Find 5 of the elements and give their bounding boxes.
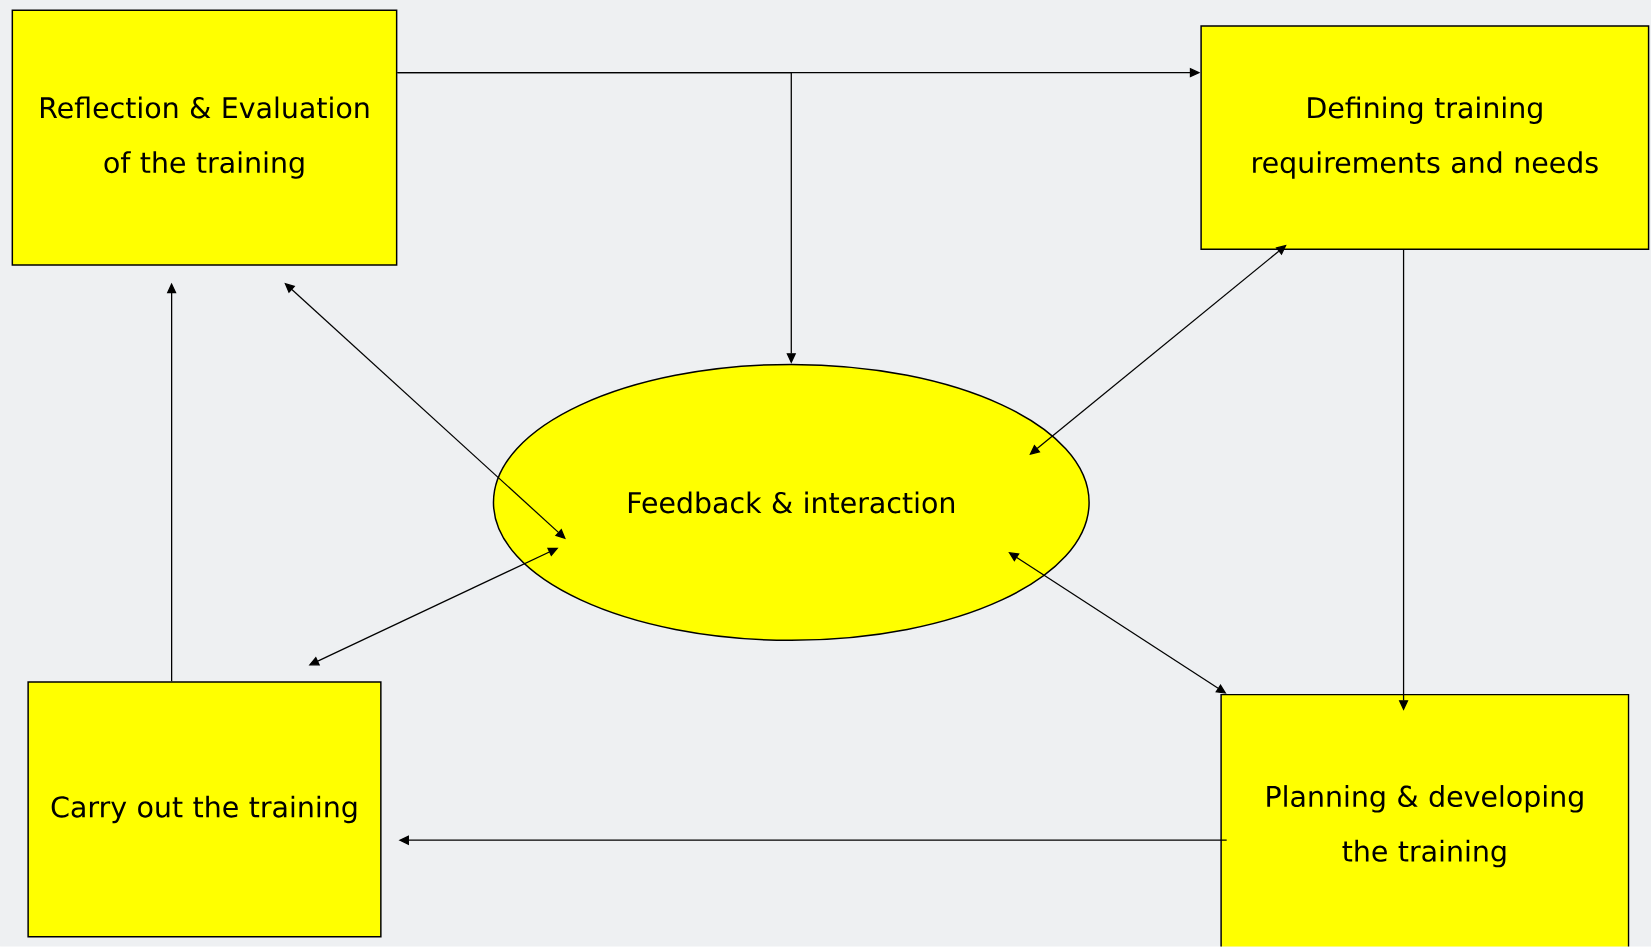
ellipse-node: Feedback & interaction — [492, 363, 1090, 642]
process-box: Carry out the training — [27, 681, 382, 938]
process-box: Planning & developing the training — [1220, 694, 1630, 947]
process-box: Reflection & Evaluation of the training — [11, 9, 398, 266]
process-box: Defining training requirements and needs — [1200, 25, 1650, 251]
